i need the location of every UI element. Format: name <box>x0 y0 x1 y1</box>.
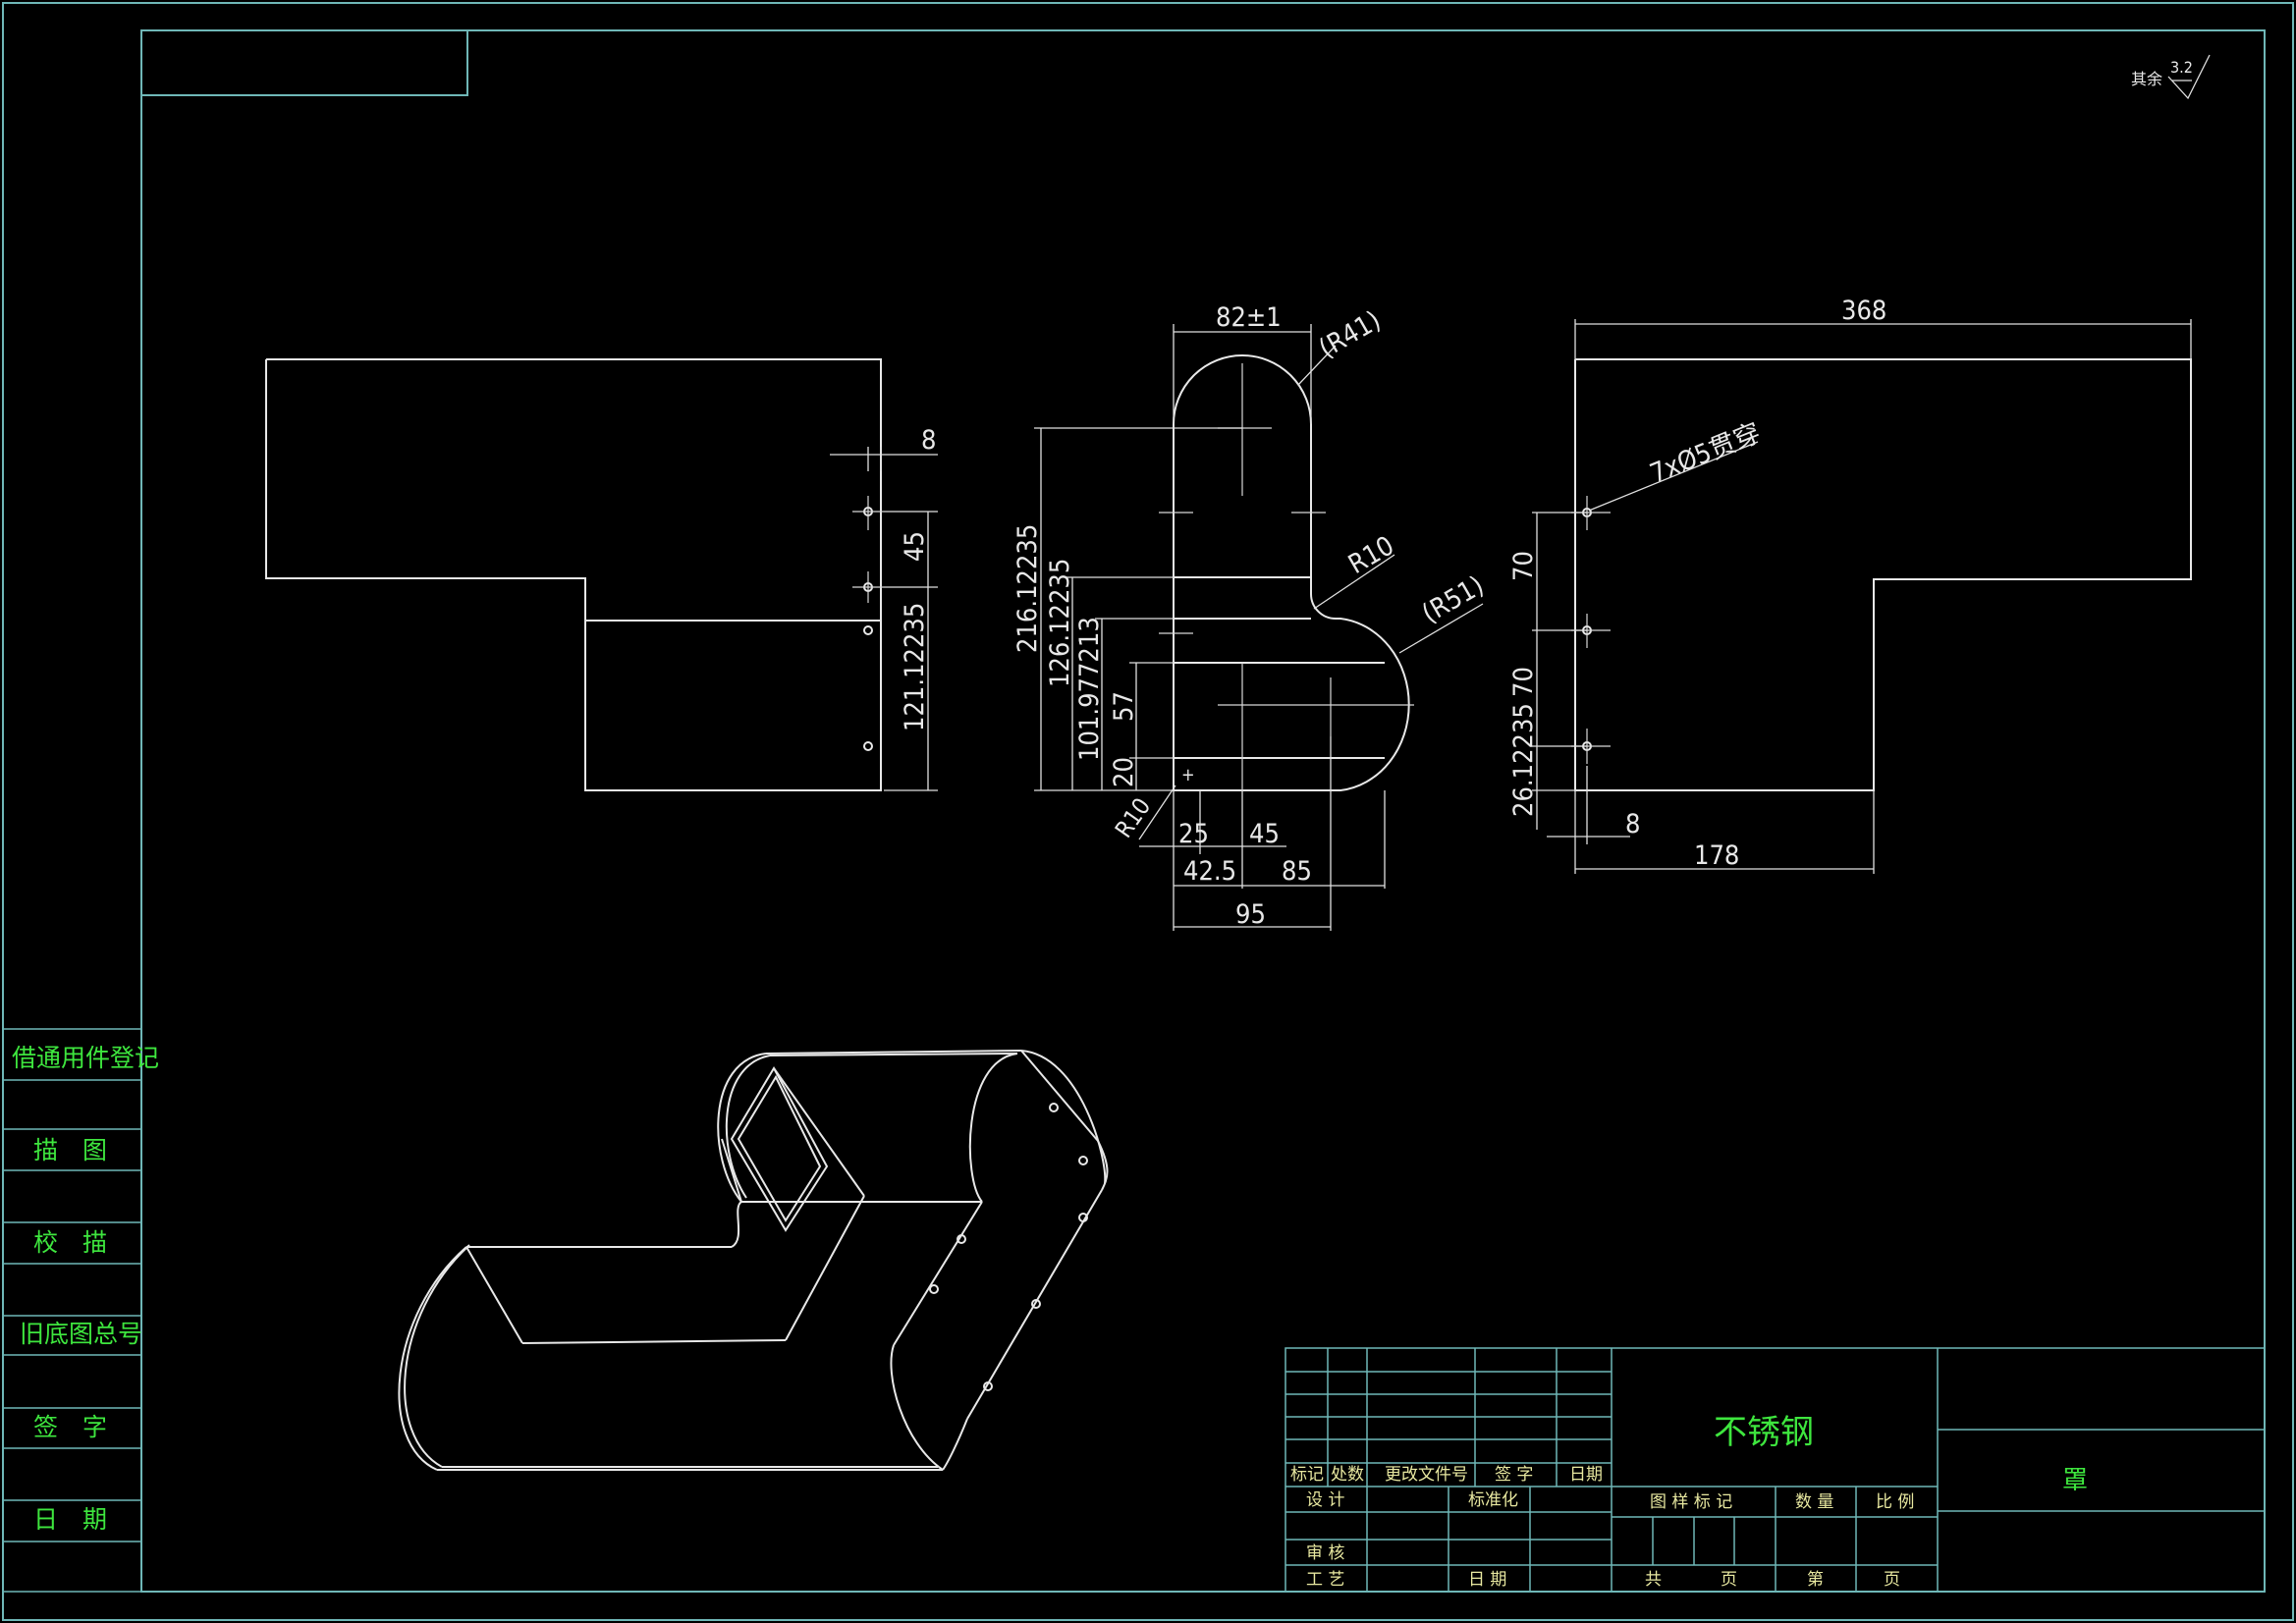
top-dim-holes: 7xØ5贯穿 <box>1646 417 1765 489</box>
label-sheet: 第 <box>1807 1570 1824 1590</box>
top-dim-70b: 70 <box>1508 667 1539 697</box>
isometric-view <box>398 1050 1109 1471</box>
front-dim-45: 45 <box>900 531 930 562</box>
material: 不锈钢 <box>1714 1413 1814 1452</box>
strip-item-date: 日 期 <box>33 1505 107 1534</box>
side-dim-42: 42.5 <box>1183 856 1236 887</box>
side-dim-95: 95 <box>1235 899 1266 930</box>
side-dim-20: 20 <box>1109 757 1139 787</box>
label-standardization: 标准化 <box>1468 1490 1518 1510</box>
front-dim-8: 8 <box>921 425 936 456</box>
side-dim-216: 216.12235 <box>1012 524 1043 653</box>
label-page: 页 <box>1721 1570 1737 1590</box>
rev-header-sign: 签 字 <box>1495 1465 1533 1485</box>
label-quantity: 数 量 <box>1795 1492 1833 1512</box>
label-total: 共 <box>1645 1570 1662 1590</box>
strip-item-check: 校 描 <box>33 1228 107 1257</box>
strip-item-old-number: 旧底图总号 <box>20 1320 142 1348</box>
side-dim-width: 82±1 <box>1216 302 1282 333</box>
top-dim-26: 26.12235 <box>1508 703 1539 817</box>
side-dim-25: 25 <box>1178 819 1209 849</box>
roughness-value: 3.2 <box>2170 58 2193 77</box>
front-dim-121: 121.12235 <box>900 603 930 731</box>
side-dim-r10: R10 <box>1343 530 1399 580</box>
strip-item-borrow: 借通用件登记 <box>12 1044 159 1072</box>
label-process: 工 艺 <box>1306 1570 1344 1590</box>
rev-header-docno: 更改文件号 <box>1385 1465 1468 1485</box>
strip-item-signature: 签 字 <box>33 1413 107 1441</box>
side-dim-126: 126.12235 <box>1045 559 1075 687</box>
title-block: 标记 处数 更改文件号 签 字 日期 设 计 标准化 审 核 工 艺 日 期 不… <box>1285 1347 2266 1593</box>
top-dim-8: 8 <box>1625 809 1640 839</box>
side-dim-57: 57 <box>1109 691 1139 722</box>
side-dim-85: 85 <box>1282 856 1312 887</box>
front-view: 8 45 121.12235 <box>265 358 938 791</box>
side-dim-r41: (R41) <box>1314 305 1386 364</box>
drawing-code-box <box>140 29 468 96</box>
side-dim-101: 101.977213 <box>1074 617 1105 761</box>
side-dim-r51: (R51) <box>1417 570 1489 629</box>
drawing-frame <box>140 29 2266 1593</box>
label-page2: 页 <box>1884 1570 1900 1590</box>
top-view: 368 7xØ5贯穿 70 70 26.12235 8 178 <box>1508 296 2192 874</box>
side-view: + 82±1 (R41) R10 (R51) R10 216.12235 126… <box>1012 302 1489 931</box>
part-name: 罩 <box>2062 1466 2088 1495</box>
side-dim-r10b: R10 <box>1110 793 1156 843</box>
top-dim-70a: 70 <box>1508 551 1539 581</box>
label-date: 日 期 <box>1468 1570 1506 1590</box>
rev-header-date: 日期 <box>1569 1465 1603 1485</box>
roughness-label: 其余 <box>2131 70 2162 88</box>
surface-roughness-symbol: 其余 3.2 <box>2131 54 2211 100</box>
label-scale: 比 例 <box>1876 1492 1914 1512</box>
label-review: 审 核 <box>1306 1543 1344 1563</box>
side-dim-45: 45 <box>1249 819 1280 849</box>
top-dim-178: 178 <box>1694 840 1739 871</box>
top-dim-368: 368 <box>1841 296 1886 326</box>
strip-item-trace: 描 图 <box>33 1136 107 1164</box>
label-sample-mark: 图 样 标 记 <box>1650 1492 1732 1512</box>
label-design: 设 计 <box>1306 1490 1344 1510</box>
rev-header-mark: 标记 <box>1290 1465 1324 1485</box>
left-registry-strip: 借通用件登记 描 图 校 描 旧底图总号 签 字 日 期 <box>2 1028 159 1593</box>
rev-header-count: 处数 <box>1331 1465 1364 1485</box>
svg-text:+: + <box>1181 765 1195 785</box>
